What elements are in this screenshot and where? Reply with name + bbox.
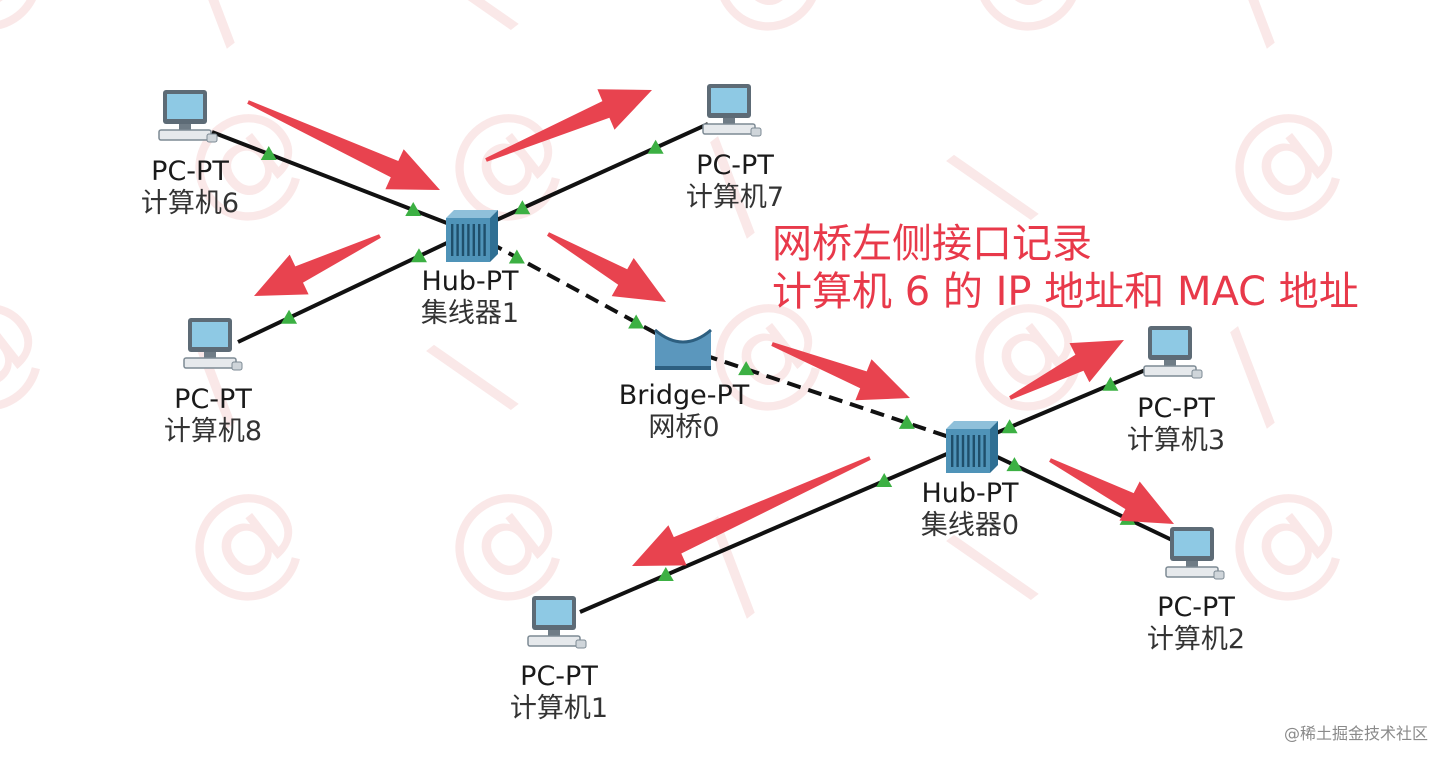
pc1-label: PC-PT 计算机1	[510, 661, 608, 725]
hub-icon[interactable]	[446, 210, 498, 262]
annotation-text: 网桥左侧接口记录 计算机 6 的 IP 地址和 MAC 地址	[772, 220, 1359, 316]
port-marker-hub1-pc8-a	[410, 248, 427, 263]
bridge0-name: 网桥0	[648, 412, 720, 443]
flow-arrow-bridge0-hub0	[771, 342, 910, 401]
link-hub0-pc3	[969, 366, 1151, 446]
bridge-icon[interactable]	[654, 328, 712, 370]
bridge0-model: Bridge-PT	[618, 380, 750, 411]
watermark-glyph: /	[1192, 0, 1310, 63]
watermark-glyph: @	[932, 0, 1112, 63]
pc3-label: PC-PT 计算机3	[1127, 393, 1225, 457]
pc7-name: 计算机7	[685, 182, 785, 213]
flow-arrow-hub0-pc1	[632, 456, 871, 566]
port-marker-bridge0-hub0-a	[738, 361, 755, 376]
watermark-glyph: @	[152, 449, 332, 632]
hub0-model: Hub-PT	[921, 478, 1019, 509]
port-marker-hub1-pc7-a	[514, 200, 531, 215]
watermark-glyph: /	[152, 0, 270, 63]
port-marker-hub1-bridge0-b	[628, 314, 645, 329]
flow-arrow-hub0-pc2	[1049, 458, 1174, 524]
devices-layer	[158, 84, 1225, 649]
watermark-glyph: \	[0, 498, 10, 633]
flow-arrow-hub1-pc7	[485, 89, 652, 162]
pc6-model: PC-PT	[151, 156, 229, 187]
pc6-label: PC-PT 计算机6	[141, 156, 239, 220]
watermark-glyph: @	[672, 0, 852, 63]
bridge0-label: Bridge-PT 网桥0	[619, 380, 750, 444]
flow-arrow-pc6-hub1	[247, 100, 440, 190]
link-bridge0-hub0	[682, 346, 971, 446]
links-layer	[211, 122, 1173, 614]
port-marker-pc6-hub1-a	[260, 146, 277, 160]
flow-arrow-hub1-pc8	[254, 234, 381, 296]
watermark-glyph: \	[412, 0, 530, 63]
port-marker-hub0-pc2-a	[1006, 457, 1023, 472]
pc2-label: PC-PT 计算机2	[1147, 592, 1245, 656]
link-hub1-pc7	[469, 122, 709, 234]
source-credit: @稀土掘金技术社区	[1283, 724, 1428, 743]
link-pc6-hub1	[211, 130, 471, 234]
link-hub0-pc2	[969, 442, 1173, 542]
ports-layer	[260, 139, 1136, 582]
link-hub1-bridge0	[469, 230, 684, 350]
pc7-model: PC-PT	[696, 150, 774, 181]
pc-icon[interactable]	[527, 596, 587, 649]
port-marker-pc6-hub1-b	[405, 202, 422, 216]
port-marker-hub1-pc7-b	[647, 139, 664, 154]
pc7-label: PC-PT 计算机7	[686, 150, 784, 214]
hub0-label: Hub-PT 集线器0	[921, 478, 1019, 542]
watermark-glyph: \	[0, 118, 10, 253]
pc2-name: 计算机2	[1146, 624, 1246, 655]
pc-icon[interactable]	[702, 84, 762, 137]
pc3-model: PC-PT	[1137, 393, 1215, 424]
annotation-line-2: 计算机 6 的 IP 地址和 MAC 地址	[772, 269, 1359, 315]
link-hub1-pc8	[237, 230, 471, 344]
flow-arrow-hub0-pc3	[1009, 340, 1124, 400]
pc6-name: 计算机6	[140, 188, 240, 219]
watermark-glyph: @	[412, 69, 592, 252]
hub0-name: 集线器0	[920, 510, 1020, 541]
link-hub0-pc1	[579, 442, 971, 614]
pc8-model: PC-PT	[174, 384, 252, 415]
pc3-name: 计算机3	[1126, 425, 1226, 456]
port-marker-hub0-pc1-b	[657, 567, 674, 582]
annotation-line-1: 网桥左侧接口记录	[772, 221, 1092, 267]
pc1-name: 计算机1	[509, 693, 609, 724]
pc1-model: PC-PT	[520, 661, 598, 692]
flow-arrows-layer	[247, 89, 1174, 566]
flow-arrow-hub1-bridge0	[547, 232, 666, 302]
pc-icon[interactable]	[1165, 527, 1225, 580]
port-marker-hub0-pc3-b	[1102, 376, 1119, 391]
watermark-glyph: @	[0, 259, 72, 442]
watermark-glyph: @	[0, 0, 72, 63]
hub-icon[interactable]	[946, 421, 998, 473]
pc-icon[interactable]	[158, 90, 218, 143]
pc8-label: PC-PT 计算机8	[164, 384, 262, 448]
hub1-label: Hub-PT 集线器1	[421, 266, 519, 330]
port-marker-hub1-pc8-b	[281, 309, 298, 324]
pc-icon[interactable]	[183, 318, 243, 371]
pc8-name: 计算机8	[163, 416, 263, 447]
port-marker-hub0-pc3-a	[1001, 419, 1018, 434]
port-marker-hub0-pc1-a	[876, 472, 893, 487]
hub1-model: Hub-PT	[421, 266, 519, 297]
pc2-model: PC-PT	[1157, 592, 1235, 623]
hub1-name: 集线器1	[420, 298, 520, 329]
port-marker-bridge0-hub0-b	[898, 414, 915, 429]
port-marker-hub1-bridge0-a	[508, 249, 525, 264]
pc-icon[interactable]	[1143, 326, 1203, 379]
